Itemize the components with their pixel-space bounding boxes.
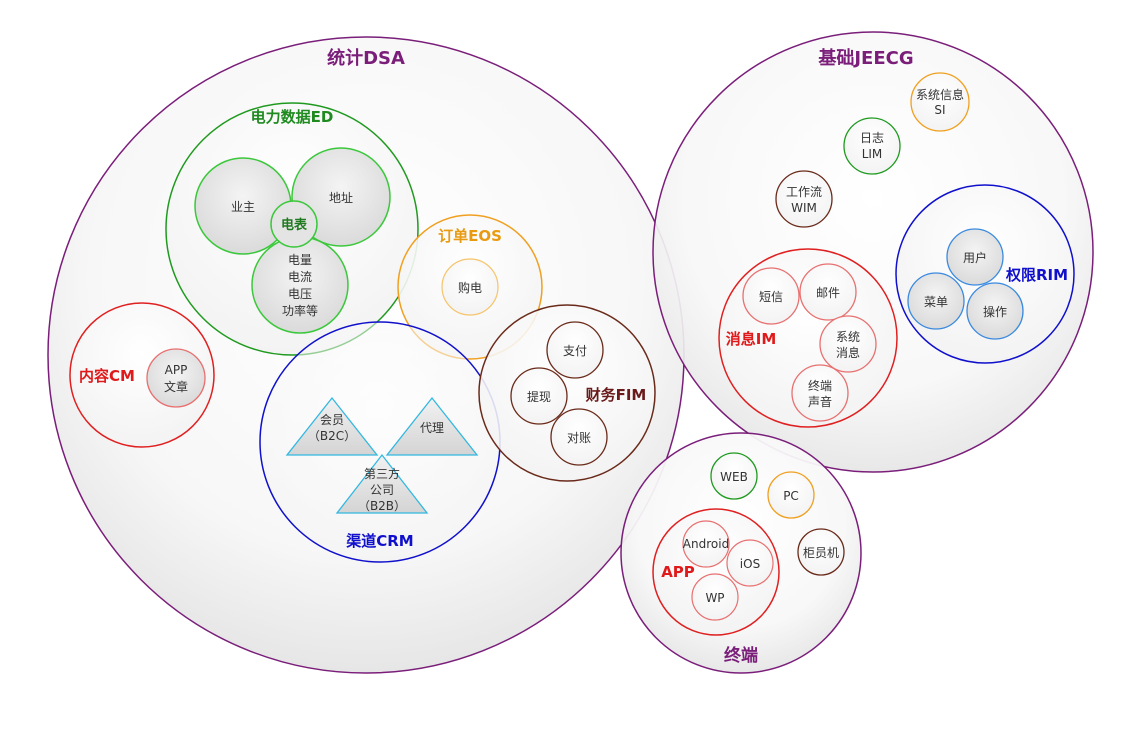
- cm-app-label-2: 文章: [164, 379, 188, 394]
- ed-metric-3: 电压: [288, 287, 312, 301]
- fim-withdraw-circle: [510, 367, 568, 425]
- im-mail-label: 邮件: [816, 286, 840, 300]
- fim-reconcile-label: 对账: [567, 431, 591, 445]
- ed-metric-4: 功率等: [282, 303, 318, 318]
- ed-owner-label: 业主: [231, 200, 255, 214]
- term-pc-label: PC: [783, 489, 799, 503]
- fim-pay-label: 支付: [563, 344, 587, 358]
- im-term-label-1: 终端: [808, 378, 832, 393]
- crm-third-label-1: 第三方: [364, 466, 400, 481]
- app-title: APP: [661, 563, 695, 581]
- ed-meter-circle: [270, 200, 318, 248]
- cm-circle: [69, 302, 215, 448]
- crm-third-label-3: （B2B）: [358, 499, 406, 513]
- fim-pay-circle: [546, 321, 604, 379]
- eos-buy-circle: [441, 258, 499, 316]
- crm-agent-triangle: [385, 396, 479, 456]
- app-android-circle: [682, 520, 730, 568]
- si-circle: [910, 72, 970, 132]
- cm-title: 内容CM: [79, 367, 135, 385]
- rim-title: 权限RIM: [1005, 266, 1068, 284]
- app-ios-label: iOS: [740, 557, 760, 571]
- ed-address-label: 地址: [329, 191, 353, 205]
- ed-title: 电力数据ED: [251, 108, 334, 126]
- app-wp-circle: [691, 573, 739, 621]
- fim-withdraw-label: 提现: [527, 389, 551, 404]
- crm-member-label-2: （B2C）: [308, 429, 356, 443]
- wim-label-1: 工作流: [786, 185, 822, 199]
- im-mail-circle: [799, 263, 857, 321]
- cm-app-circle: [146, 348, 206, 408]
- term-atm-circle: [797, 528, 845, 576]
- lim-label-1: 日志: [860, 131, 884, 145]
- dsa-title: 统计DSA: [327, 47, 405, 69]
- wim-label-2: WIM: [791, 201, 817, 215]
- app-wp-label: WP: [705, 591, 724, 605]
- term-web-label: WEB: [720, 470, 748, 484]
- term-pc-circle: [767, 471, 815, 519]
- ed-metric-2: 电流: [288, 270, 312, 284]
- im-sys-circle: [819, 315, 877, 373]
- im-sms-circle: [742, 267, 800, 325]
- rim-menu-circle: [907, 272, 965, 330]
- crm-third-label-2: 公司: [370, 483, 394, 497]
- lim-label-2: LIM: [862, 147, 883, 161]
- rim-menu-label: 菜单: [924, 295, 948, 309]
- ed-meter-label: 电表: [281, 217, 308, 233]
- rim-user-circle: [946, 228, 1004, 286]
- cm-app-label-1: APP: [165, 363, 188, 377]
- si-label-1: 系统信息: [916, 87, 964, 102]
- im-term-label-2: 声音: [808, 394, 832, 409]
- im-sys-label-2: 消息: [836, 345, 860, 360]
- im-term-circle: [791, 364, 849, 422]
- rim-user-label: 用户: [963, 250, 987, 265]
- ed-metric-1: 电量: [288, 253, 312, 267]
- app-ios-circle: [726, 539, 774, 587]
- rim-op-circle: [966, 282, 1024, 340]
- jeecg-title: 基础JEECG: [817, 47, 913, 69]
- eos-title: 订单EOS: [438, 227, 502, 245]
- ed-metrics-circle: [251, 236, 349, 334]
- fim-reconcile-circle: [550, 408, 608, 466]
- wim-circle: [775, 170, 833, 228]
- crm-agent-label: 代理: [420, 421, 444, 435]
- rim-op-label: 操作: [983, 304, 1007, 319]
- crm-member-label-1: 会员: [320, 413, 344, 427]
- crm-third-triangle: [335, 453, 429, 514]
- crm-member-triangle: [285, 396, 379, 456]
- terminal-title: 终端: [724, 645, 758, 666]
- fim-title: 财务FIM: [586, 386, 647, 404]
- crm-title: 渠道CRM: [346, 532, 414, 550]
- eos-buy-label: 购电: [458, 280, 482, 295]
- term-atm-label: 柜员机: [803, 546, 839, 560]
- si-label-2: SI: [934, 103, 945, 117]
- im-sys-label-1: 系统: [836, 330, 860, 344]
- app-android-label: Android: [683, 537, 729, 551]
- term-web-circle: [710, 452, 758, 500]
- im-sms-label: 短信: [759, 290, 783, 304]
- im-title: 消息IM: [726, 330, 777, 348]
- lim-circle: [843, 117, 901, 175]
